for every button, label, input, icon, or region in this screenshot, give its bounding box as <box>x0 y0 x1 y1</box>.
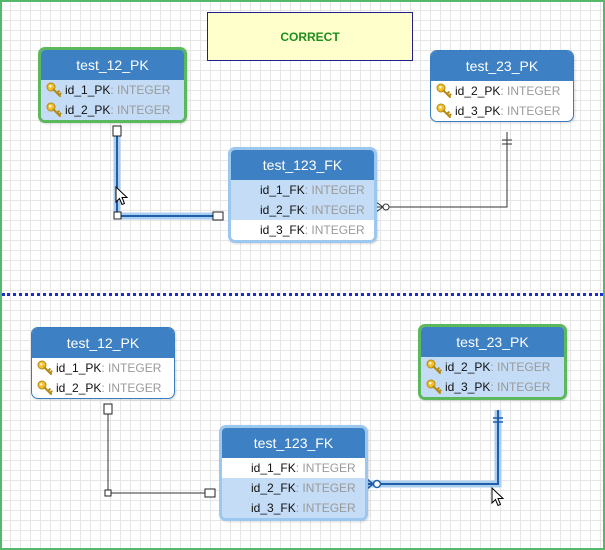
key-icon <box>426 359 442 375</box>
column-row[interactable]: id_2_FK: INTEGER <box>231 200 374 220</box>
column-row[interactable]: id_3_PK: INTEGER <box>431 101 573 121</box>
entity-title: test_123_FK <box>231 150 374 180</box>
entity-title: test_123_FK <box>222 428 365 458</box>
column-name: id_2_PK <box>56 381 102 395</box>
relationship-bottom-12-123[interactable] <box>103 403 216 498</box>
relationship-bottom-23-123[interactable] <box>366 410 503 490</box>
column-row[interactable]: id_1_PK: INTEGER <box>32 358 174 378</box>
key-icon <box>37 380 53 396</box>
column-row[interactable]: id_1_FK: INTEGER <box>222 458 365 478</box>
entity-title: test_23_PK <box>431 51 573 81</box>
column-row[interactable]: id_2_PK: INTEGER <box>32 378 174 398</box>
key-icon <box>46 102 62 118</box>
bend-point-handle[interactable] <box>113 211 122 220</box>
mouse-pointer-icon <box>491 487 505 507</box>
column-name: id_1_PK <box>65 83 111 97</box>
relationship-top-23-123[interactable] <box>375 132 512 213</box>
entity-title: test_12_PK <box>32 328 174 358</box>
column-row[interactable]: id_3_FK: INTEGER <box>231 220 374 240</box>
column-name: id_1_FK <box>251 461 296 475</box>
column-type: : INTEGER <box>304 183 365 197</box>
key-icon <box>436 103 452 119</box>
column-type: : INTEGER <box>500 104 561 118</box>
column-row[interactable]: id_3_FK: INTEGER <box>222 498 365 518</box>
correct-label: CORRECT <box>280 29 340 44</box>
column-type: : INTEGER <box>295 501 356 515</box>
column-type: : INTEGER <box>295 461 356 475</box>
column-row[interactable]: id_1_FK: INTEGER <box>231 180 374 200</box>
key-icon <box>37 360 53 376</box>
column-row[interactable]: id_2_PK: INTEGER <box>41 100 184 120</box>
correct-label-box: CORRECT <box>207 12 413 61</box>
column-row[interactable]: id_2_FK: INTEGER <box>222 478 365 498</box>
connector-handle[interactable] <box>103 403 113 415</box>
column-row[interactable]: id_2_PK: INTEGER <box>421 357 564 377</box>
entity-title: test_23_PK <box>421 327 564 357</box>
column-type: : INTEGER <box>490 380 551 394</box>
column-row[interactable]: id_1_PK: INTEGER <box>41 80 184 100</box>
column-name: id_2_PK <box>65 103 111 117</box>
column-name: id_3_PK <box>455 104 501 118</box>
column-name: id_3_FK <box>260 223 305 237</box>
section-divider <box>2 293 603 296</box>
column-name: id_2_FK <box>260 203 305 217</box>
column-type: : INTEGER <box>101 381 162 395</box>
key-icon <box>426 379 442 395</box>
column-name: id_3_FK <box>251 501 296 515</box>
mouse-pointer-icon <box>115 186 129 206</box>
column-type: : INTEGER <box>101 361 162 375</box>
column-type: : INTEGER <box>110 103 171 117</box>
entity-title: test_12_PK <box>41 50 184 80</box>
column-row[interactable]: id_3_PK: INTEGER <box>421 377 564 397</box>
column-name: id_2_PK <box>455 84 501 98</box>
column-name: id_2_FK <box>251 481 296 495</box>
connector-handle[interactable] <box>112 125 122 137</box>
connector-handle[interactable] <box>212 211 224 221</box>
column-name: id_1_PK <box>56 361 102 375</box>
relationship-top-12-123[interactable] <box>112 125 224 221</box>
key-icon <box>46 82 62 98</box>
column-type: : INTEGER <box>304 203 365 217</box>
column-type: : INTEGER <box>304 223 365 237</box>
column-type: : INTEGER <box>490 360 551 374</box>
column-name: id_1_FK <box>260 183 305 197</box>
column-name: id_2_PK <box>445 360 491 374</box>
column-type: : INTEGER <box>110 83 171 97</box>
connector-handle[interactable] <box>204 488 216 498</box>
column-name: id_3_PK <box>445 380 491 394</box>
column-type: : INTEGER <box>295 481 356 495</box>
column-row[interactable]: id_2_PK: INTEGER <box>431 81 573 101</box>
bend-point-handle[interactable] <box>104 489 112 497</box>
column-type: : INTEGER <box>500 84 561 98</box>
key-icon <box>436 83 452 99</box>
